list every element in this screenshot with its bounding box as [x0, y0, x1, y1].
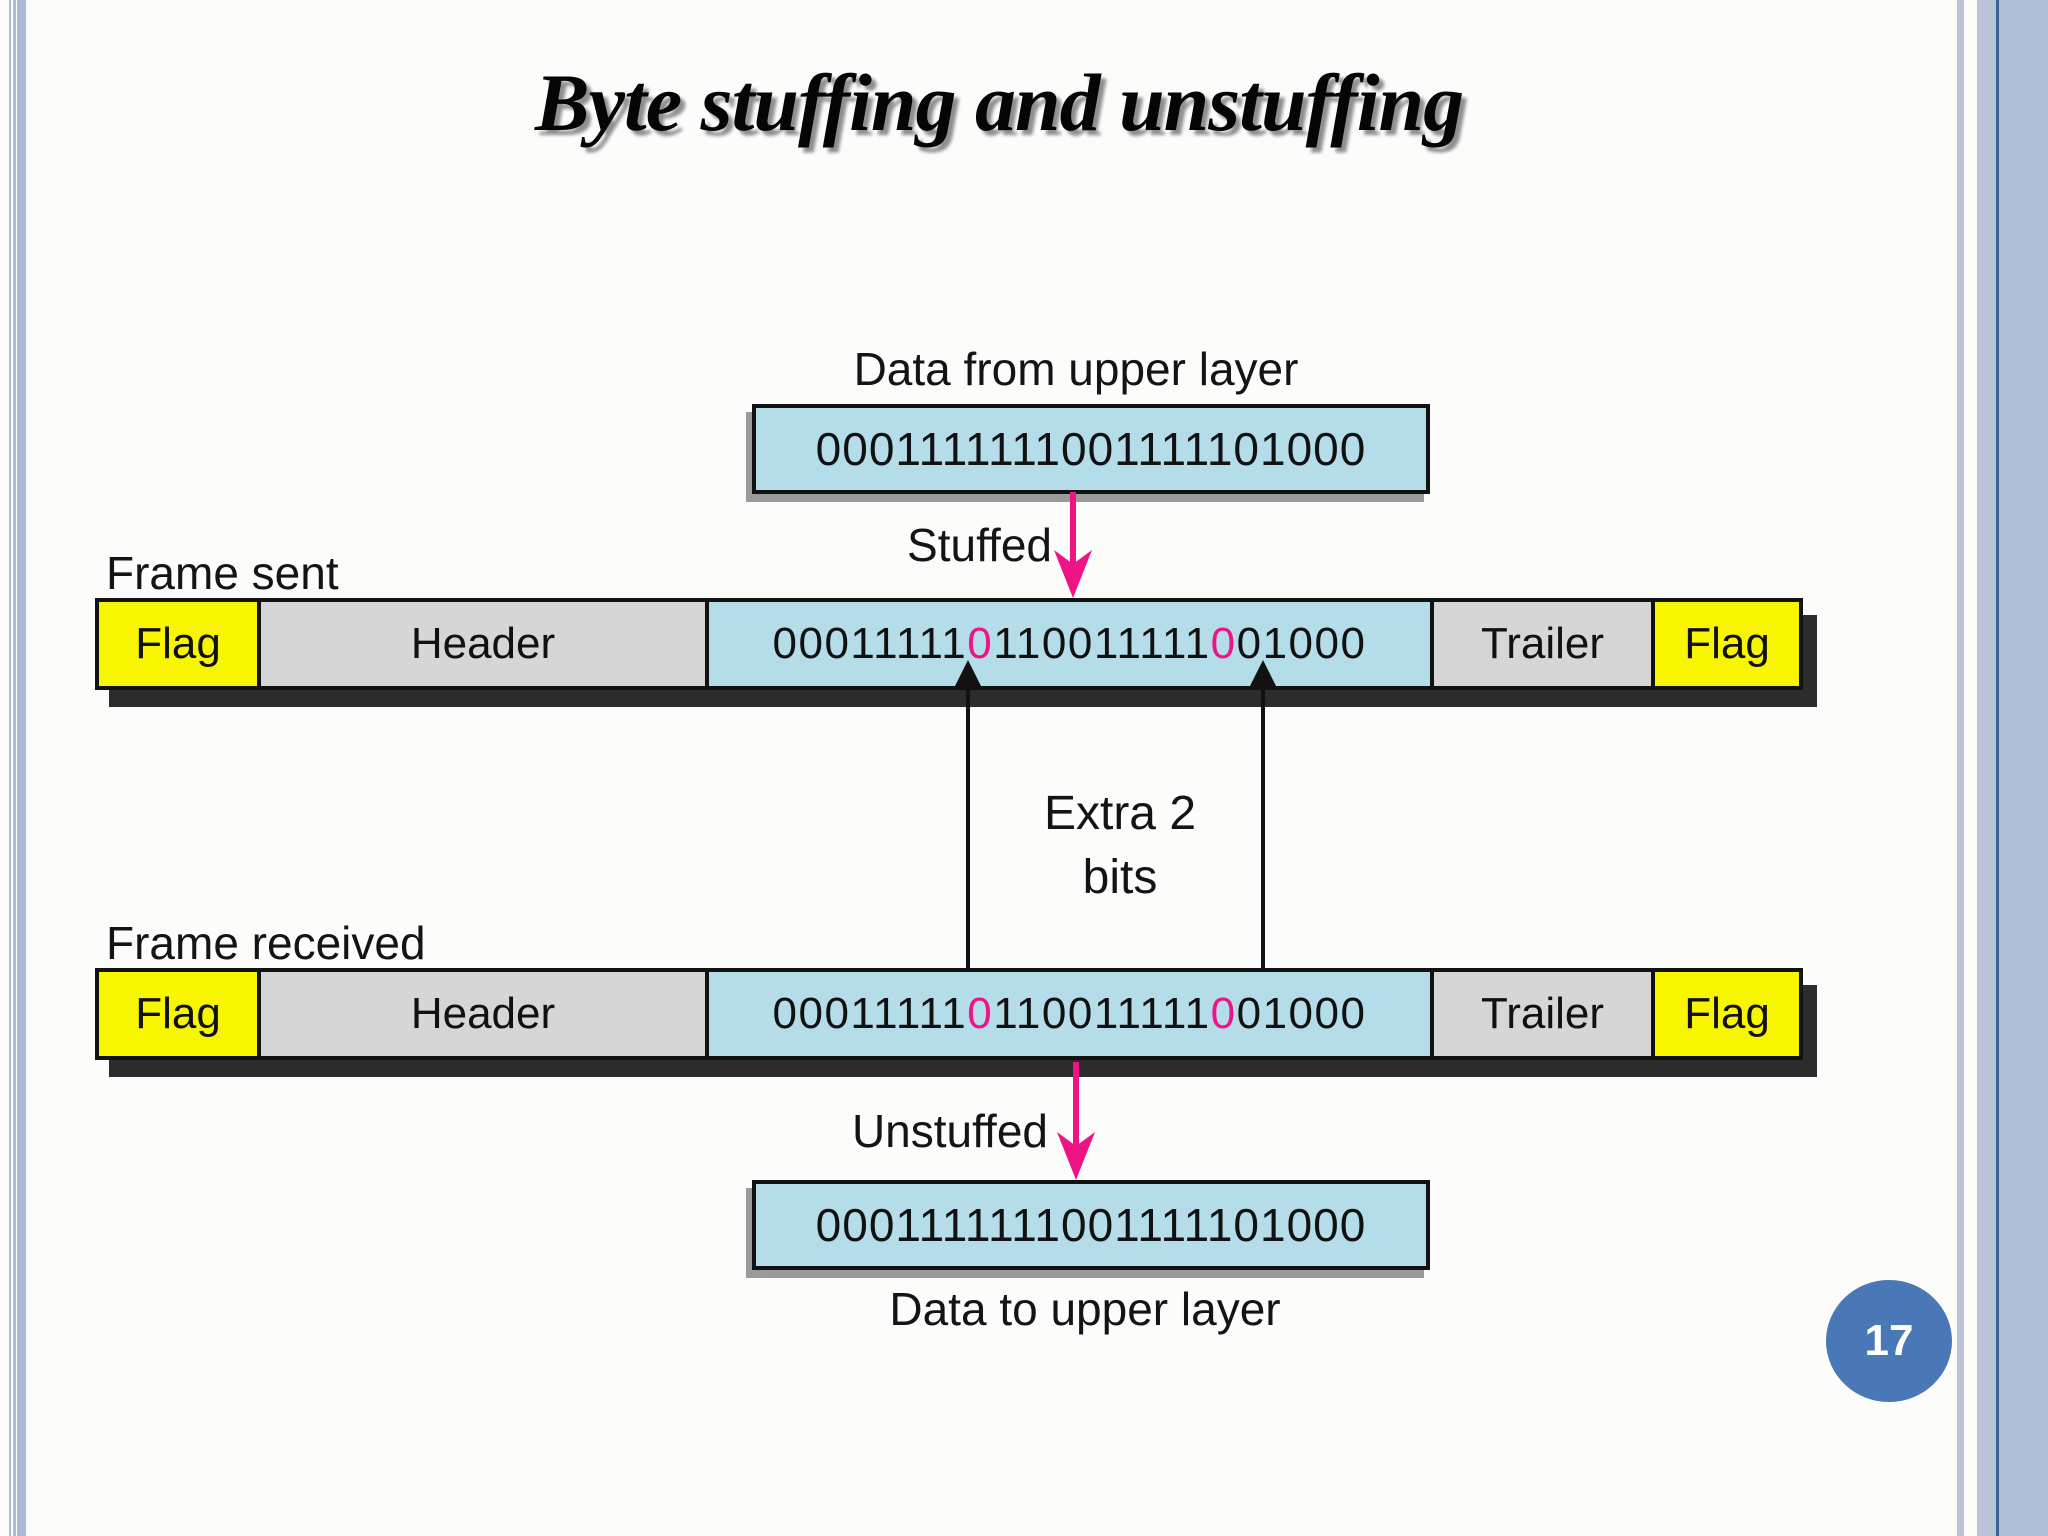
bit-run: 110011111: [993, 989, 1211, 1038]
stuffed-bit: 0: [1210, 619, 1237, 668]
left-border-stripe-3: [17, 0, 26, 1536]
extra-2-bits-line1: Extra 2: [1043, 787, 1197, 840]
frame-sent-flag-left: Flag: [95, 598, 261, 690]
stuffed-bit: 0: [967, 989, 994, 1038]
data-to-upper-layer-label: Data to upper layer: [889, 1283, 1281, 1335]
left-border-stripe-2: [13, 0, 16, 1536]
page-number-badge: 17: [1826, 1280, 1952, 1402]
right-border-stripe-2: [1977, 0, 1998, 1536]
extra-2-bits-label: Extra 2 bits: [980, 782, 1260, 910]
left-border-stripe-1: [9, 0, 11, 1536]
stuffed-bit: 0: [1210, 989, 1237, 1038]
bit-run: 00011111: [772, 989, 968, 1038]
stuffed-bit: 0: [967, 619, 994, 668]
data-from-upper-layer-label: Data from upper layer: [853, 343, 1299, 395]
frame-sent-label: Frame sent: [106, 547, 339, 599]
lower-layer-bits: 0001111111001111101000: [815, 1199, 1367, 1251]
stuffed-label: Stuffed: [907, 519, 1052, 571]
frame-received-trailer: Trailer: [1430, 968, 1655, 1060]
bit-run: 01000: [1236, 989, 1367, 1038]
frame-sent-header: Header: [257, 598, 709, 690]
unstuffed-label: Unstuffed: [851, 1105, 1048, 1157]
bit-run: 110011111: [993, 619, 1211, 668]
right-border-stripe-3: [1999, 0, 2048, 1536]
upper-layer-bits: 0001111111001111101000: [815, 423, 1367, 475]
frame-received-flag-left: Flag: [95, 968, 261, 1060]
unstuffed-arrow-icon: [1057, 1062, 1095, 1180]
frame-received-flag-right: Flag: [1651, 968, 1803, 1060]
slide-title: Byte stuffing and unstuffing: [534, 57, 1464, 148]
stuffed-arrow-icon: [1054, 492, 1092, 598]
extra-2-bits-line2: bits: [1082, 851, 1158, 904]
data-to-upper-layer-box: 0001111111001111101000: [752, 1180, 1430, 1270]
frame-sent-trailer: Trailer: [1430, 598, 1655, 690]
right-border-dark-line: [1996, 0, 1999, 1536]
extra-bits-arrow-left-up-head: [954, 660, 982, 688]
frame-received-label: Frame received: [106, 917, 426, 969]
extra-bits-arrow-left-line: [966, 684, 970, 990]
page-number: 17: [1864, 1316, 1914, 1365]
right-border-stripe-1: [1957, 0, 1964, 1536]
frame-sent-flag-right: Flag: [1651, 598, 1803, 690]
bit-run: 00011111: [772, 619, 968, 668]
bit-run: 01000: [1236, 619, 1367, 668]
data-from-upper-layer-box: 0001111111001111101000: [752, 404, 1430, 494]
extra-bits-arrow-right-line: [1261, 684, 1265, 990]
extra-bits-arrow-right-up-head: [1249, 660, 1277, 688]
frame-received-header: Header: [257, 968, 709, 1060]
